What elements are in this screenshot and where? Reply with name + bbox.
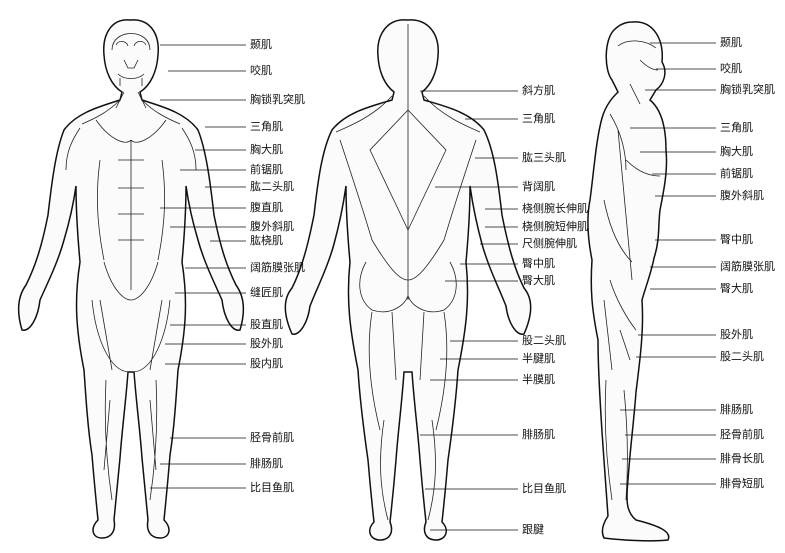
side-muscle-label: 腓骨长肌 — [720, 453, 764, 465]
side-muscle-label: 股二头肌 — [720, 351, 764, 363]
front-muscle-label: 胸锁乳突肌 — [250, 94, 305, 106]
side-muscle-label: 胸大肌 — [720, 146, 753, 158]
back-muscle-label: 腓肠肌 — [522, 429, 555, 441]
front-muscle-label: 胸大肌 — [250, 144, 283, 156]
back-muscle-label: 尺侧腕伸肌 — [522, 238, 577, 250]
back-muscle-label: 斜方肌 — [522, 85, 555, 97]
back-muscle-label: 背阔肌 — [522, 181, 555, 193]
back-muscle-label: 半腱肌 — [522, 353, 555, 365]
side-muscle-label: 臀中肌 — [720, 234, 753, 246]
back-muscle-label: 比目鱼肌 — [522, 483, 566, 495]
back-muscle-label: 臀大肌 — [522, 275, 555, 287]
front-muscle-label: 股内肌 — [250, 358, 283, 370]
front-muscle-label: 阔筋膜张肌 — [250, 262, 305, 274]
front-muscle-label: 肱桡肌 — [250, 235, 283, 247]
side-muscle-label: 胫骨前肌 — [720, 429, 764, 441]
side-muscle-label: 股外肌 — [720, 329, 753, 341]
back-muscle-label: 股二头肌 — [522, 335, 566, 347]
front-muscle-label: 比目鱼肌 — [250, 482, 294, 494]
back-muscle-label: 跟腱 — [522, 524, 544, 536]
side-muscle-label: 前锯肌 — [720, 168, 753, 180]
back-muscle-label: 肱三头肌 — [522, 152, 566, 164]
front-muscle-label: 腹直肌 — [250, 202, 283, 214]
front-muscle-label: 股外肌 — [250, 338, 283, 350]
side-muscle-label: 臀大肌 — [720, 283, 753, 295]
side-muscle-label: 腹外斜肌 — [720, 190, 764, 202]
back-muscle-label: 臀中肌 — [522, 258, 555, 270]
back-leaders — [420, 91, 518, 530]
side-muscle-label: 颞肌 — [720, 37, 742, 49]
back-muscle-label: 桡侧腕长伸肌 — [522, 203, 588, 215]
front-muscle-label: 颞肌 — [250, 39, 272, 51]
front-muscle-label: 腹外斜肌 — [250, 221, 294, 233]
front-muscle-label: 肱二头肌 — [250, 181, 294, 193]
front-muscle-label: 缝匠肌 — [250, 287, 283, 299]
front-muscle-label: 腓肠肌 — [250, 458, 283, 470]
back-muscle-label: 桡侧腕短伸肌 — [522, 221, 588, 233]
side-muscle-label: 胸锁乳突肌 — [720, 84, 775, 96]
front-muscle-label: 前锯肌 — [250, 164, 283, 176]
front-muscle-label: 股直肌 — [250, 319, 283, 331]
front-muscle-label: 三角肌 — [250, 121, 283, 133]
front-muscle-label: 咬肌 — [250, 65, 272, 77]
side-muscle-label: 腓骨短肌 — [720, 478, 764, 490]
side-muscle-label: 咬肌 — [720, 63, 742, 75]
front-leaders — [150, 45, 246, 488]
side-leaders — [620, 43, 716, 484]
back-muscle-label: 三角肌 — [522, 113, 555, 125]
front-muscle-label: 胫骨前肌 — [250, 432, 294, 444]
side-muscle-label: 腓肠肌 — [720, 404, 753, 416]
back-muscle-label: 半膜肌 — [522, 374, 555, 386]
side-muscle-label: 阔筋膜张肌 — [720, 261, 775, 273]
side-muscle-label: 三角肌 — [720, 122, 753, 134]
